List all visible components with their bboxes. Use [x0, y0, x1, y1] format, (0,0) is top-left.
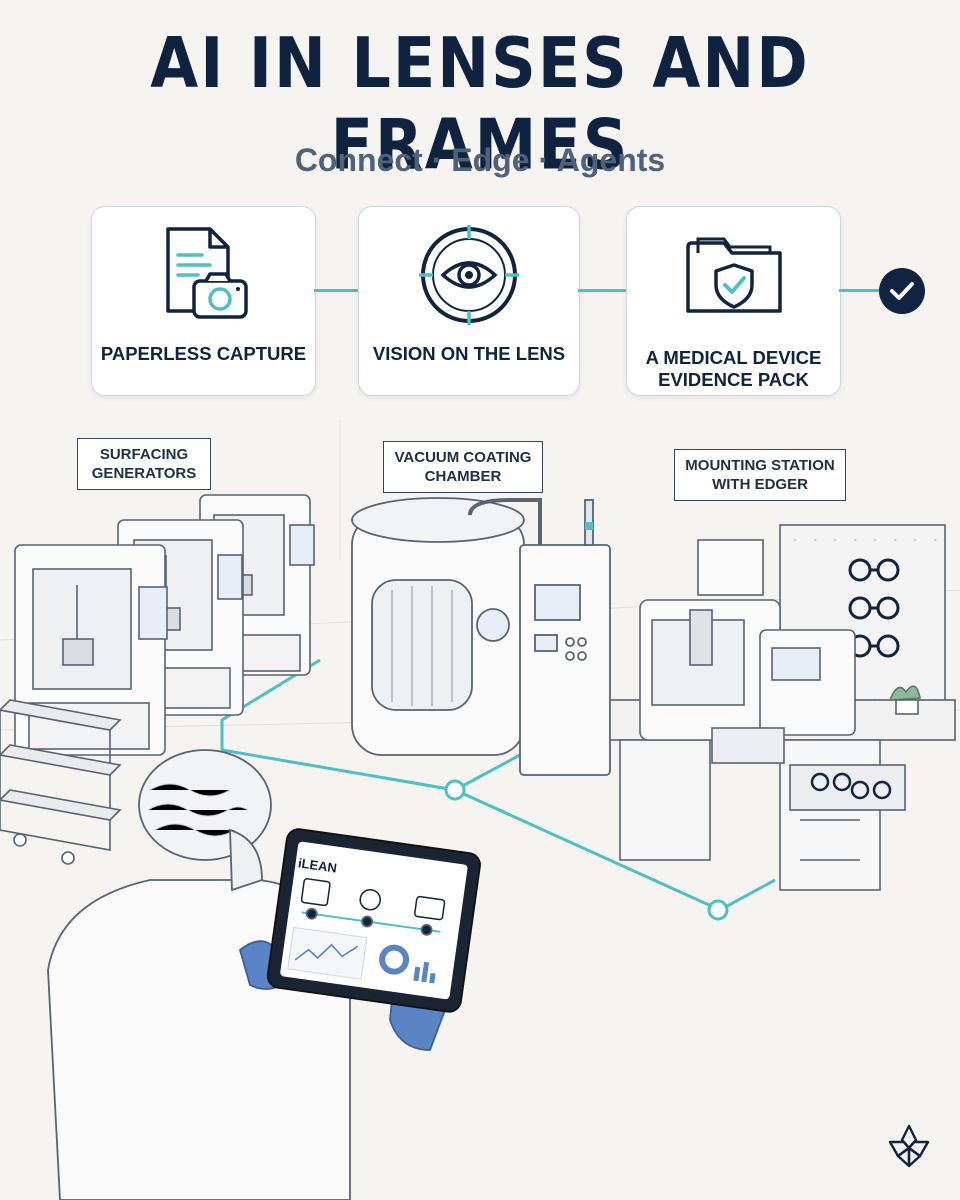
- callout-mounting-station: MOUNTING STATION WITH EDGER: [674, 449, 846, 501]
- step-label: A MEDICAL DEVICE EVIDENCE PACK: [635, 347, 832, 391]
- step-label-line: EVIDENCE PACK: [658, 369, 809, 390]
- eye-target-icon: [417, 223, 521, 331]
- step-connector: [578, 289, 626, 292]
- page-subtitle: Connect · Edge · Agents: [294, 142, 666, 178]
- document-camera-icon: [154, 223, 254, 327]
- technician: [47, 749, 481, 1200]
- flower-logo-icon: [884, 1122, 934, 1176]
- callout-line: CHAMBER: [424, 468, 502, 485]
- callout-vacuum-coating-chamber: VACUUM COATING CHAMBER: [383, 441, 543, 493]
- mounting-station-with-edger: [609, 524, 956, 891]
- callout-line: GENERATORS: [91, 465, 197, 482]
- step-label: PAPERLESS CAPTURE: [100, 343, 307, 364]
- page-title: AI IN LENSES AND FRAMES: [150, 22, 810, 186]
- callout-line: SURFACING: [99, 446, 189, 463]
- vacuum-coating-chamber: [351, 497, 611, 776]
- step-card-vision-on-the-lens[interactable]: VISION ON THE LENS: [358, 206, 580, 396]
- step-label: VISION ON THE LENS: [372, 343, 566, 364]
- checkmark-icon: [879, 268, 925, 314]
- step-card-evidence-pack[interactable]: A MEDICAL DEVICE EVIDENCE PACK: [626, 206, 841, 396]
- tablet: [266, 828, 481, 1013]
- step-connector: [314, 289, 358, 292]
- callout-surfacing-generators: SURFACING GENERATORS: [77, 438, 211, 490]
- step-label-line: A MEDICAL DEVICE: [645, 347, 822, 368]
- callout-line: VACUUM COATING: [394, 449, 532, 466]
- factory-floor-illustration: [0, 420, 960, 1200]
- step-card-paperless-capture[interactable]: PAPERLESS CAPTURE: [91, 206, 316, 396]
- lens-tray-cart: [0, 699, 122, 865]
- step-connector: [839, 289, 881, 292]
- callout-line: MOUNTING STATION: [685, 457, 835, 474]
- folder-shield-icon: [674, 223, 794, 327]
- callout-line: WITH EDGER: [712, 476, 808, 493]
- surfacing-generators: [14, 494, 315, 756]
